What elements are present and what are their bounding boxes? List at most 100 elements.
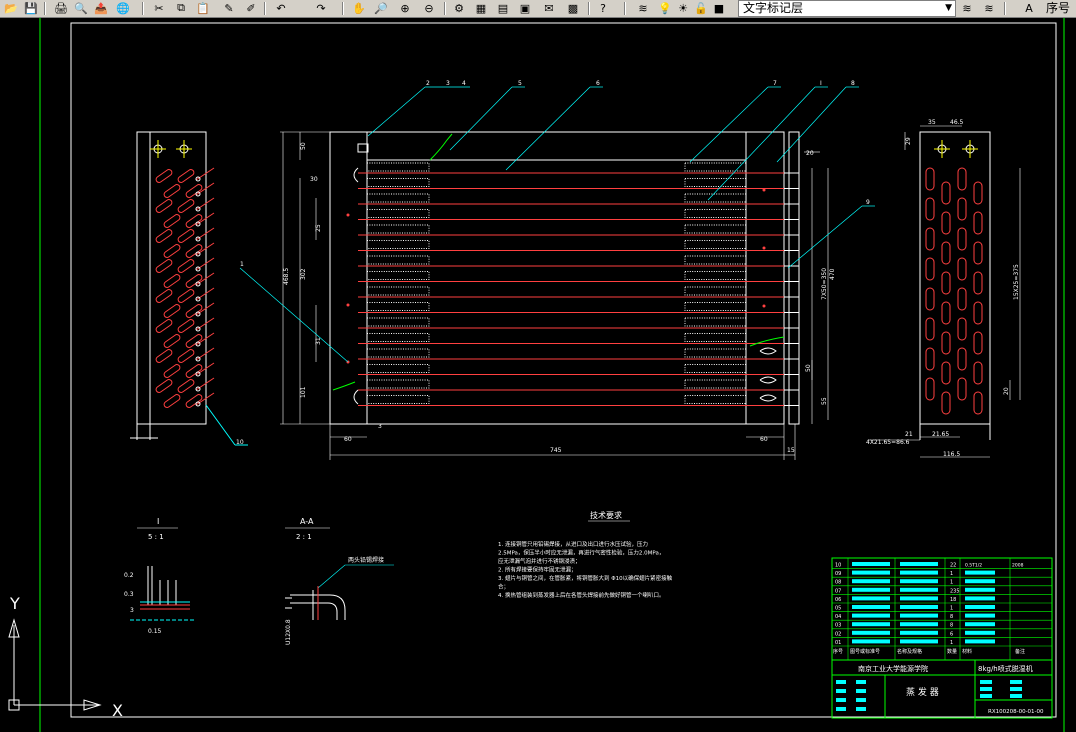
layer-dropdown-value: 文字标记层: [743, 1, 804, 15]
title-block-row-name: [900, 570, 938, 575]
publish-icon[interactable]: 📤: [94, 1, 108, 15]
tube-slot: [925, 197, 935, 221]
tube-end: [195, 287, 215, 301]
layer-lock-icon[interactable]: 🔓: [694, 1, 708, 15]
match-prop-icon[interactable]: ✎: [224, 1, 234, 15]
dim-30: 30: [310, 176, 318, 183]
tube-slot: [973, 271, 983, 295]
open-icon[interactable]: 📂: [4, 1, 18, 15]
tube-end: [195, 272, 215, 286]
layer-freeze-icon[interactable]: ☀: [678, 1, 688, 15]
redo-icon[interactable]: ↷: [316, 1, 326, 15]
calculator-icon[interactable]: ▩: [567, 1, 579, 15]
tube-slot: [957, 377, 967, 401]
fin-block-right: [684, 193, 747, 203]
technical-requirements: 技术要求 1. 连接铜管只用铅锡焊接，从进口及出口进行水压试验，压力 2.5MP…: [498, 510, 673, 599]
hairpin-slot: [177, 349, 195, 363]
layer-on-icon[interactable]: 💡: [658, 1, 672, 15]
title-block-drawing-no: RX100208-00-01-00: [988, 709, 1044, 715]
toolbar-separator: [624, 2, 626, 15]
leader-lines: [239, 86, 875, 363]
dim-55: 55: [821, 397, 828, 405]
dimension-lines: [280, 125, 1021, 460]
title-block-header: 材料: [962, 648, 972, 655]
title-block-row-name: [900, 605, 938, 609]
zoom-previous-icon[interactable]: ⊖: [424, 1, 434, 15]
title-block-row-name: [900, 639, 938, 644]
fin-block-right: [684, 379, 747, 389]
tube-slot: [925, 227, 935, 251]
title-block-row-qty: 1: [950, 640, 953, 646]
layer-states-icon[interactable]: ≋: [984, 1, 994, 15]
pan-icon[interactable]: ✋: [352, 1, 366, 15]
design-center-icon[interactable]: ▦: [475, 1, 487, 15]
tube-slot: [957, 197, 967, 221]
tube-slot: [941, 241, 951, 265]
title-block-row-name: [900, 622, 938, 627]
toolbar-separator: [264, 2, 266, 15]
markup-icon[interactable]: ✉: [544, 1, 554, 15]
fin-block-right: [684, 240, 747, 249]
hairpin-slot: [185, 394, 203, 408]
save-icon[interactable]: 💾: [24, 1, 38, 15]
title-block-school: 南京工业大学能源学院: [858, 664, 928, 673]
tube-hole: [195, 401, 201, 407]
tube-end: [195, 257, 215, 271]
tube-end: [195, 212, 215, 226]
dim-21-65: 21.65: [932, 431, 949, 438]
zoom-realtime-icon[interactable]: 🔎: [374, 1, 388, 15]
print-icon[interactable]: 🖨: [54, 1, 68, 15]
layer-color-icon[interactable]: ■: [713, 1, 725, 15]
ucs-icon: Y X: [8, 594, 123, 720]
standard-toolbar: 📂💾🖨🔍📤🌐✂⧉📋✎✐↶↷✋🔎⊕⊖⚙▦▤▣✉▩?≋💡☀🔓■ 文字标记层 ▼ ≋ …: [0, 0, 1076, 18]
title-block-row-no: 08: [835, 580, 841, 586]
title-block-row-qty: 235: [950, 588, 960, 594]
detail-AA: A-A 2 : 1 两头铅锡焊接 U12X0.8: [285, 517, 394, 645]
title-block-row-name: [900, 587, 938, 592]
dim-29: 29: [905, 137, 912, 145]
tech-req-line: 3. 翅片与铜管之间，在管胀紧，将铜管胀大到 Φ10以确保翅片紧密接触: [498, 574, 673, 582]
paste-icon[interactable]: 📋: [196, 1, 210, 15]
layer-dropdown[interactable]: 文字标记层 ▼: [738, 0, 956, 17]
cut-icon[interactable]: ✂: [154, 1, 164, 15]
web-icon[interactable]: 🌐: [116, 1, 130, 15]
chevron-down-icon[interactable]: ▼: [945, 3, 952, 13]
fin-block-right: [684, 178, 747, 187]
title-block-part-name: 蒸 发 器: [906, 686, 939, 698]
dim-468-5: 468.5: [283, 268, 290, 285]
detail-I: I 5 : 1 0.2 0.3 3 0.15: [124, 517, 195, 635]
layer-manager-icon[interactable]: ≋: [638, 1, 648, 15]
title-block-row-qty: 6: [950, 631, 953, 637]
hairpin-slot: [155, 199, 173, 213]
sheet-set-icon[interactable]: ▣: [519, 1, 531, 15]
hairpin-slot: [177, 199, 195, 213]
title-block-row-code: [852, 622, 890, 627]
hairpin-slot: [155, 169, 173, 183]
text-style-value[interactable]: 序号: [1046, 1, 1071, 15]
help-icon[interactable]: ?: [600, 1, 606, 15]
title-block-row-qty: 1: [950, 571, 953, 577]
dim-60-right: 60: [760, 436, 768, 443]
tube-end: [195, 227, 215, 241]
text-style-icon[interactable]: A: [1025, 1, 1033, 15]
leader-label-10: 10: [236, 439, 244, 446]
print-preview-icon[interactable]: 🔍: [74, 1, 88, 15]
hairpin-slot: [155, 259, 173, 273]
tool-palettes-icon[interactable]: ▤: [497, 1, 509, 15]
drawing-canvas[interactable]: 10: [0, 18, 1076, 732]
tube-slot: [957, 167, 967, 191]
title-block-row-qty: 8: [950, 623, 953, 629]
block-edit-icon[interactable]: ✐: [246, 1, 256, 15]
fin-block-right: [684, 286, 747, 296]
fin-block-left: [366, 302, 430, 311]
title-block-row-material: 0.5T1/2: [965, 563, 982, 569]
properties-icon[interactable]: ⚙: [454, 1, 464, 15]
zoom-window-icon[interactable]: ⊕: [400, 1, 410, 15]
undo-icon[interactable]: ↶: [276, 1, 286, 15]
fin-block-left: [366, 240, 430, 249]
copy-icon[interactable]: ⧉: [177, 1, 185, 14]
tube-hole: [195, 206, 201, 212]
title-block-row-material: [965, 587, 995, 592]
layer-previous-icon[interactable]: ≋: [962, 1, 972, 15]
title-block-row-no: 06: [835, 597, 841, 603]
